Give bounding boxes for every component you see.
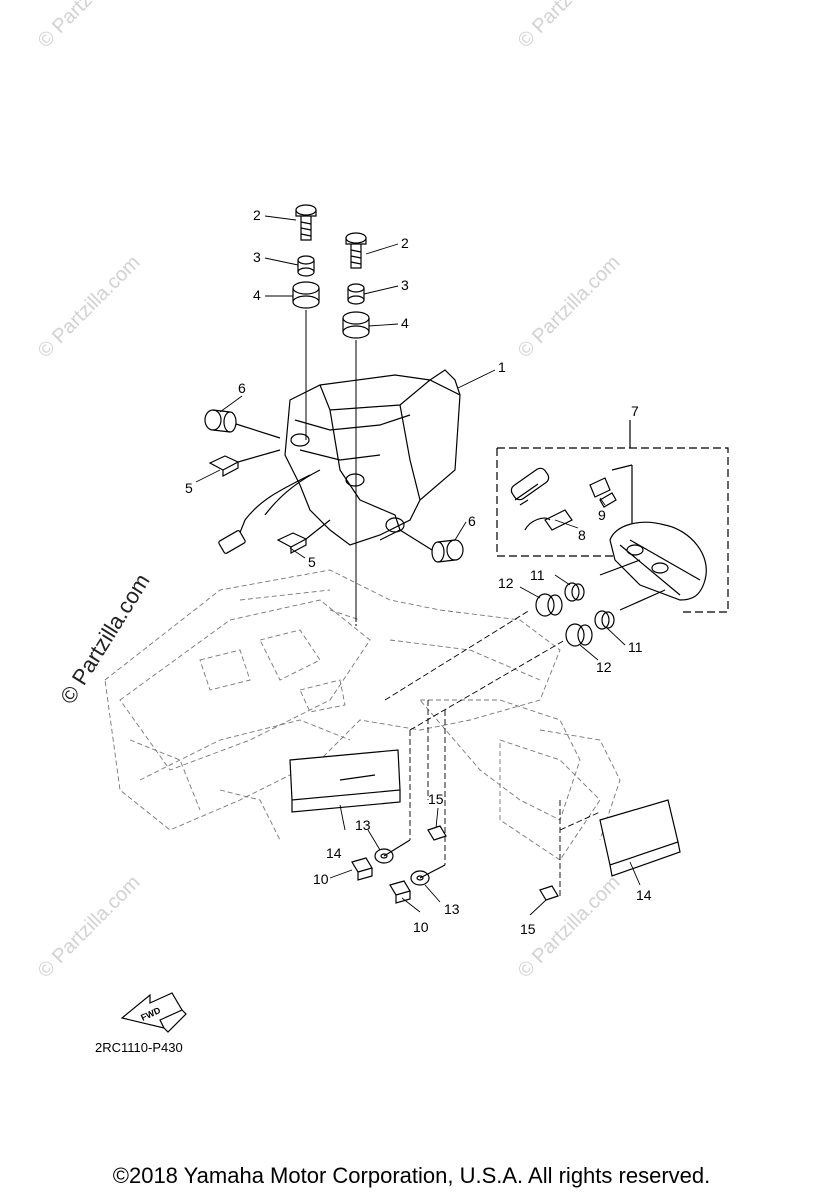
callout-9: 9 <box>598 507 606 523</box>
callout-3: 3 <box>401 277 409 293</box>
leader-lines <box>195 215 641 916</box>
callout-15: 15 <box>428 791 444 807</box>
copyright-footer: ©2018 Yamaha Motor Corporation, U.S.A. A… <box>112 1163 711 1188</box>
center-lines <box>305 310 357 628</box>
grommet-11-12 <box>535 582 615 647</box>
tail-light-assembly <box>218 369 461 554</box>
callout-12: 12 <box>498 575 514 591</box>
bulb-kit-box <box>496 420 729 613</box>
callout-4: 4 <box>253 287 261 303</box>
callout-6: 6 <box>468 513 476 529</box>
callout-5: 5 <box>185 480 193 496</box>
callout-11: 11 <box>530 567 545 583</box>
callout-14: 14 <box>326 845 342 861</box>
callout-15: 15 <box>520 921 536 937</box>
bolt-2-left <box>295 204 317 241</box>
callout-10: 10 <box>413 919 429 935</box>
callout-13: 13 <box>355 817 371 833</box>
callout-8: 8 <box>578 527 586 543</box>
callout-13: 13 <box>444 901 460 917</box>
collars-nuts <box>351 825 559 904</box>
callout-2: 2 <box>253 207 261 223</box>
bolt-2-right <box>345 232 367 269</box>
callout-6: 6 <box>238 380 246 396</box>
callout-5: 5 <box>308 554 316 570</box>
callout-2: 2 <box>401 235 409 251</box>
callout-10: 10 <box>313 871 329 887</box>
reflector-14 <box>289 749 681 877</box>
grommet-4 <box>292 281 370 339</box>
nut-5 <box>208 449 331 554</box>
rear-frame <box>104 569 621 861</box>
callout-14: 14 <box>636 887 652 903</box>
callout-11: 11 <box>628 639 643 655</box>
callout-7: 7 <box>631 403 639 419</box>
callout-12: 12 <box>596 659 612 675</box>
diagram-code: 2RC1110-P430 <box>95 1040 183 1055</box>
callout-3: 3 <box>253 249 261 265</box>
collar-3 <box>297 255 365 305</box>
callout-1: 1 <box>498 359 506 375</box>
guide-lines <box>384 609 601 898</box>
tail-lens <box>599 521 707 611</box>
callout-4: 4 <box>401 315 409 331</box>
fwd-arrow-icon: FWD <box>120 992 187 1033</box>
